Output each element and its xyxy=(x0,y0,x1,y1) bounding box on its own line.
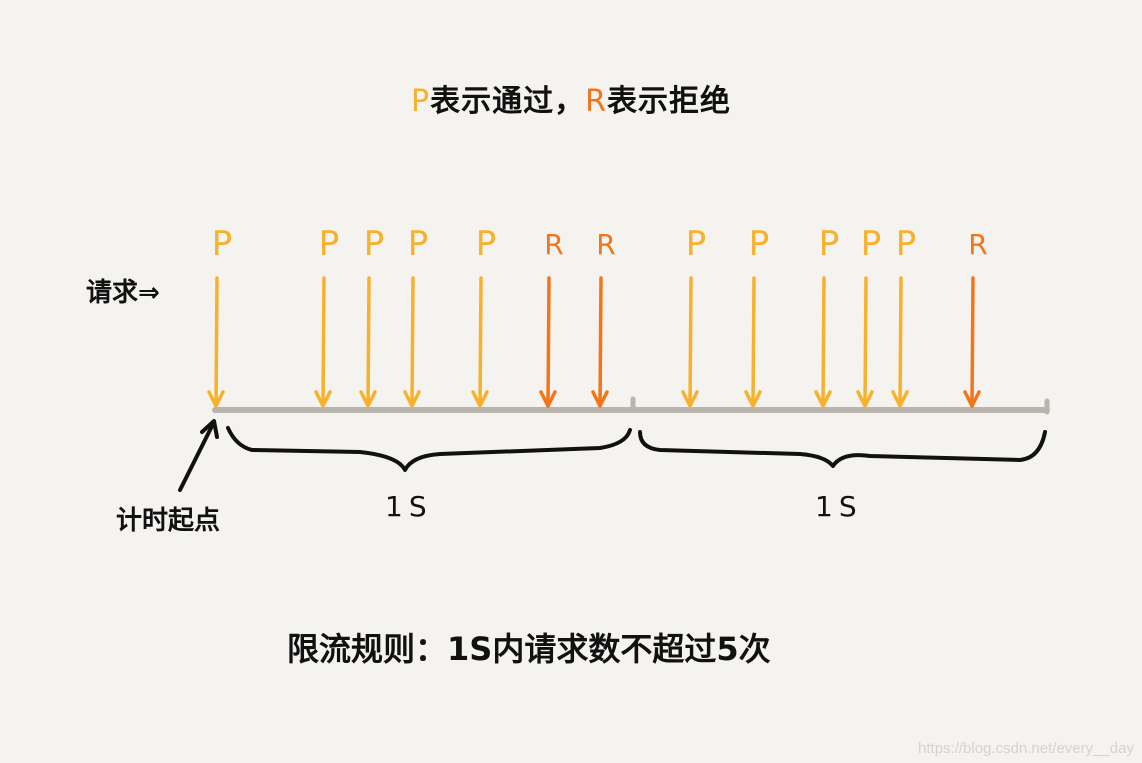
reject-arrow xyxy=(546,276,551,408)
pass-label: P xyxy=(318,224,340,264)
requests-label: 请求⇒ xyxy=(86,278,160,308)
start-point-pointer xyxy=(178,420,216,492)
legend-reject-letter: R xyxy=(585,84,607,119)
arrowhead-icon xyxy=(207,390,225,408)
pass-arrow xyxy=(478,276,483,408)
window-2-label: 1S xyxy=(815,490,863,523)
arrowhead-icon xyxy=(591,390,609,408)
pass-arrow xyxy=(821,276,826,408)
pass-arrow xyxy=(863,276,868,408)
arrowhead-icon xyxy=(856,390,874,408)
arrowhead-icon xyxy=(403,390,421,408)
pass-arrow xyxy=(321,276,326,408)
legend-pass-text: 表示通过， xyxy=(430,84,586,119)
pass-arrow xyxy=(688,276,693,408)
pass-arrow xyxy=(898,276,903,408)
legend-pass-letter: P xyxy=(411,84,431,119)
reject-arrow xyxy=(598,276,603,408)
pass-arrow xyxy=(410,276,415,408)
reject-arrow xyxy=(970,276,975,408)
pass-label: P xyxy=(475,224,497,264)
pass-label: P xyxy=(363,224,385,264)
reject-label: R xyxy=(544,228,564,261)
watermark: https://blog.csdn.net/every__day xyxy=(918,740,1134,757)
arrowhead-icon xyxy=(814,390,832,408)
pass-label: P xyxy=(211,224,233,264)
arrowhead-icon xyxy=(963,390,981,408)
start-point-arrowhead xyxy=(200,419,219,439)
pass-label: P xyxy=(748,224,770,264)
rate-limit-rule: 限流规则：1S内请求数不超过5次 xyxy=(287,630,771,668)
pass-label: P xyxy=(860,224,882,264)
reject-label: R xyxy=(968,228,988,261)
arrowhead-icon xyxy=(359,390,377,408)
window-2-brace xyxy=(638,430,1047,468)
pass-arrow xyxy=(214,276,219,408)
arrowhead-icon xyxy=(539,390,557,408)
request-arrows xyxy=(207,276,981,408)
arrowhead-icon xyxy=(891,390,909,408)
window-1-label: 1S xyxy=(385,490,433,523)
pass-label: P xyxy=(407,224,429,264)
legend-reject-text: 表示拒绝 xyxy=(606,84,731,119)
arrowhead-icon xyxy=(744,390,762,408)
arrowhead-icon xyxy=(314,390,332,408)
start-point-label: 计时起点 xyxy=(116,506,221,536)
legend-title: P表示通过，R表示拒绝 xyxy=(0,76,1142,120)
pass-arrow xyxy=(751,276,756,408)
window-1-brace xyxy=(226,426,632,472)
reject-label: R xyxy=(596,228,616,261)
arrowhead-icon xyxy=(471,390,489,408)
pass-label: P xyxy=(818,224,840,264)
pass-label: P xyxy=(685,224,707,264)
arrowhead-icon xyxy=(681,390,699,408)
pass-arrow xyxy=(366,276,371,408)
pass-label: P xyxy=(895,224,917,264)
